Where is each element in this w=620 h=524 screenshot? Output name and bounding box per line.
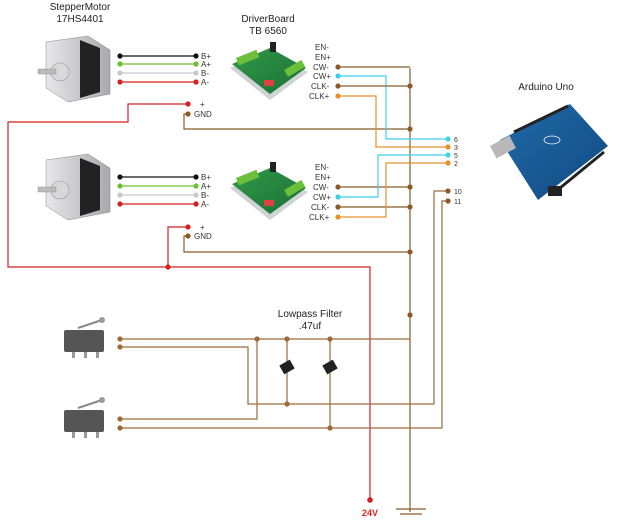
m1-power-gnd: GND: [194, 110, 212, 119]
arduino-pin-10: 10: [454, 189, 462, 196]
wire-sw2-a: [120, 339, 258, 420]
wire-24v-m1: [7, 103, 371, 500]
motor-title: StepperMotor: [50, 2, 111, 13]
filter-value: .47uf: [299, 321, 321, 332]
m2-pin-bplus: B+: [201, 173, 211, 182]
arduino-pin-11: 11: [454, 199, 461, 206]
driver-title: DriverBoard: [241, 14, 294, 25]
d1-pin-enplus: EN+: [315, 53, 331, 62]
wire-24v-m2: [167, 226, 188, 267]
d1-pin-cwplus: CW+: [313, 72, 331, 81]
limit-switch-1-image: [64, 317, 105, 358]
arduino-pin-5: 5: [454, 153, 458, 160]
driver-board-1-image: [230, 42, 308, 100]
d1-pin-cwminus: CW-: [313, 63, 329, 72]
m1-pin-bminus: B-: [201, 69, 209, 78]
driver-board-2-image: [230, 162, 308, 220]
ground-symbol: [396, 508, 426, 515]
m2-pin-aplus: A+: [201, 182, 211, 191]
stepper-motor-1-image: [37, 35, 111, 103]
driver-model: TB 6560: [249, 26, 287, 37]
m1-pin-bplus: B+: [201, 52, 211, 61]
arduino-pin-3: 3: [454, 145, 458, 152]
m2-pin-bminus: B-: [201, 191, 209, 200]
limit-switch-2-image: [64, 397, 105, 438]
d1-pin-clkminus: CLK-: [311, 82, 330, 91]
m1-pin-aplus: A+: [201, 60, 211, 69]
capacitor-2-image: [322, 359, 338, 375]
capacitor-1-image: [279, 359, 295, 375]
arduino-title: Arduino Uno: [518, 82, 574, 93]
wire-d2-clkplus: [338, 162, 448, 218]
arduino-uno-image: [490, 104, 608, 200]
wire-sw1-b: [120, 190, 448, 405]
d2-pin-enminus: EN-: [315, 163, 329, 172]
wire-d1-clkplus: [338, 95, 448, 148]
arduino-pin-6: 6: [454, 137, 458, 144]
m2-power-plus: +: [200, 223, 205, 232]
stepper-motor-2-image: [37, 153, 111, 221]
d1-pin-clkplus: CLK+: [309, 92, 330, 101]
wire-sw2-b: [120, 200, 448, 429]
filter-title: Lowpass Filter: [278, 309, 343, 320]
m2-pin-aminus: A-: [201, 200, 209, 209]
m1-pin-aminus: A-: [201, 78, 209, 87]
d2-pin-clkplus: CLK+: [309, 213, 330, 222]
wire-d2-cwplus: [338, 154, 448, 198]
m2-power-gnd: GND: [194, 232, 212, 241]
power-24v-label: 24V: [362, 508, 378, 518]
motor-model: 17HS4401: [56, 14, 104, 25]
d2-pin-cwminus: CW-: [313, 183, 329, 192]
junctions: [117, 53, 451, 503]
arduino-pin-2: 2: [454, 161, 458, 168]
m1-power-plus: +: [200, 100, 205, 109]
d2-pin-clkminus: CLK-: [311, 203, 330, 212]
d2-pin-cwplus: CW+: [313, 193, 331, 202]
d2-pin-enplus: EN+: [315, 173, 331, 182]
wires: [7, 55, 448, 512]
d1-pin-enminus: EN-: [315, 43, 329, 52]
wire-d1-cwplus: [338, 75, 448, 140]
wire-gnd-m2: [183, 235, 410, 253]
